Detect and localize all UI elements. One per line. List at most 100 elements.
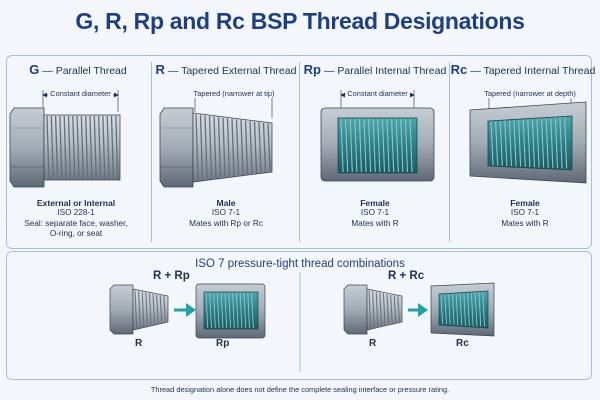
thread-ridge	[508, 120, 513, 167]
thread-ridge	[244, 120, 249, 175]
thread-ridge	[499, 121, 503, 166]
thread-ridge	[349, 118, 353, 173]
thread-ridge	[372, 118, 376, 173]
thread-ridge	[368, 118, 372, 173]
thread-ridge	[97, 115, 102, 180]
thread-ridge	[159, 295, 163, 323]
thread-ridge	[195, 114, 199, 181]
thread-ridge	[228, 292, 231, 329]
r-dimension-label: Tapered (narrower at tip)	[191, 89, 277, 98]
thread-ridge	[106, 115, 110, 180]
column-heading-g: G — Parallel Thread	[29, 62, 127, 77]
thread-ridge	[253, 121, 258, 173]
thread-ridge	[213, 292, 216, 329]
rc-tapered-female-fitting	[469, 90, 587, 184]
thread-ridge	[404, 118, 409, 173]
thread-ridge	[490, 121, 494, 166]
combo-r-rp-female-label: Rp	[216, 338, 230, 349]
thread-ridge	[163, 296, 166, 322]
thread-ridge	[522, 119, 526, 167]
thread-ridge	[381, 118, 386, 173]
thread-ridge	[448, 294, 451, 325]
thread-ridge	[527, 119, 531, 168]
thread-ridge	[258, 122, 262, 173]
thread-ridge	[400, 118, 404, 173]
g-dimension-label: Constant diameter	[48, 89, 113, 98]
thread-ridge	[440, 294, 444, 325]
thread-ridge	[451, 294, 455, 325]
thread-ridge	[541, 118, 545, 168]
thread-ridge	[386, 293, 390, 325]
thread-ridge	[115, 115, 119, 180]
thread-ridge	[54, 115, 59, 180]
thread-ridge	[247, 292, 250, 329]
thread-ridge	[372, 291, 375, 328]
thread-ridge	[226, 118, 231, 177]
thread-ridge	[482, 292, 485, 327]
thread-ridge	[354, 118, 358, 173]
thread-ridge	[249, 121, 253, 174]
thread-ridge	[156, 294, 159, 324]
thread-ridge	[478, 292, 482, 327]
thread-ridge	[536, 119, 540, 168]
rp-parallel-female-fitting	[320, 90, 435, 182]
thread-ridge	[224, 292, 228, 329]
r-tapered-fitting	[159, 90, 273, 188]
thread-ridge	[63, 115, 67, 180]
combo-r-rp-title: R + Rp	[153, 270, 190, 282]
thread-ridge	[89, 115, 93, 180]
thread-ridge	[377, 118, 381, 173]
rp-dimension-label: Constant diameter	[345, 89, 410, 98]
thread-ridge	[216, 292, 220, 329]
thread-ridge	[76, 115, 80, 180]
divider	[151, 62, 152, 242]
thread-ridge	[208, 116, 213, 179]
thread-ridge	[409, 118, 413, 173]
g-parallel-fitting	[9, 90, 121, 188]
thread-ridge	[382, 293, 386, 325]
thread-ridge	[220, 292, 224, 329]
thread-ridge	[59, 115, 63, 180]
thread-ridge	[204, 115, 208, 180]
thread-ridge	[554, 117, 559, 169]
thread-ridge	[213, 116, 217, 179]
thread-ridge	[518, 120, 522, 167]
thread-ridge	[368, 290, 372, 329]
thread-ridge	[46, 115, 50, 180]
combo-r-rc-illustration	[343, 282, 495, 337]
thread-ridge	[205, 292, 209, 329]
thread-ridge	[345, 118, 349, 173]
thread-ridge	[390, 294, 393, 324]
thread-ridge	[467, 293, 470, 326]
combo-r-rc-title: R + Rc	[388, 270, 425, 282]
thread-ridge	[67, 115, 72, 180]
thread-ridge	[251, 292, 254, 329]
thread-ridge	[504, 120, 508, 166]
combo-r-rc-male-label: R	[369, 338, 377, 349]
rc-description: Female ISO 7-1 Mates with R	[501, 198, 549, 228]
thread-ridge	[235, 119, 240, 176]
thread-ridge	[231, 118, 235, 176]
thread-ridge	[531, 119, 536, 168]
thread-ridge	[459, 293, 463, 326]
thread-ridge	[235, 292, 239, 329]
thread-ridge	[375, 291, 379, 327]
column-heading-rc: Rc — Tapered Internal Thread	[450, 62, 596, 77]
combo-r-rc-female-label: Rc	[456, 338, 469, 349]
thread-ridge	[463, 293, 466, 326]
thread-ridge	[240, 120, 244, 175]
thread-ridge	[262, 122, 267, 172]
thread-ridge	[239, 292, 243, 329]
thread-ridge	[393, 295, 397, 323]
thread-ridge	[152, 293, 156, 325]
page-title: G, R, Rp and Rc BSP Thread Designations	[75, 8, 525, 34]
thread-ridge	[391, 118, 395, 173]
thread-ridge	[141, 291, 145, 327]
divider	[449, 62, 450, 242]
thread-ridge	[513, 120, 517, 167]
column-heading-rp: Rp — Parallel Internal Thread	[303, 62, 447, 77]
thread-ridge	[550, 118, 554, 169]
thread-ridge	[559, 117, 563, 169]
